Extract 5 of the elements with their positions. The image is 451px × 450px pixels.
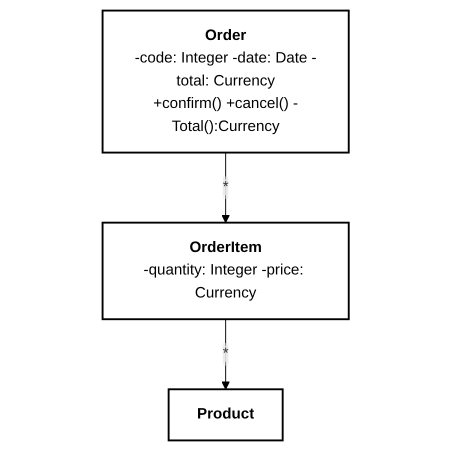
node-box: Product [168,388,284,441]
node-box: Order -code: Integer -date: Date -total: Currency +confirm() +cancel() -Total():Currency [101,9,350,154]
node-box: OrderItem -quantity: Integer -price: Currency [101,221,350,320]
edge-label: * [222,345,228,362]
edge-label: * [222,178,228,195]
